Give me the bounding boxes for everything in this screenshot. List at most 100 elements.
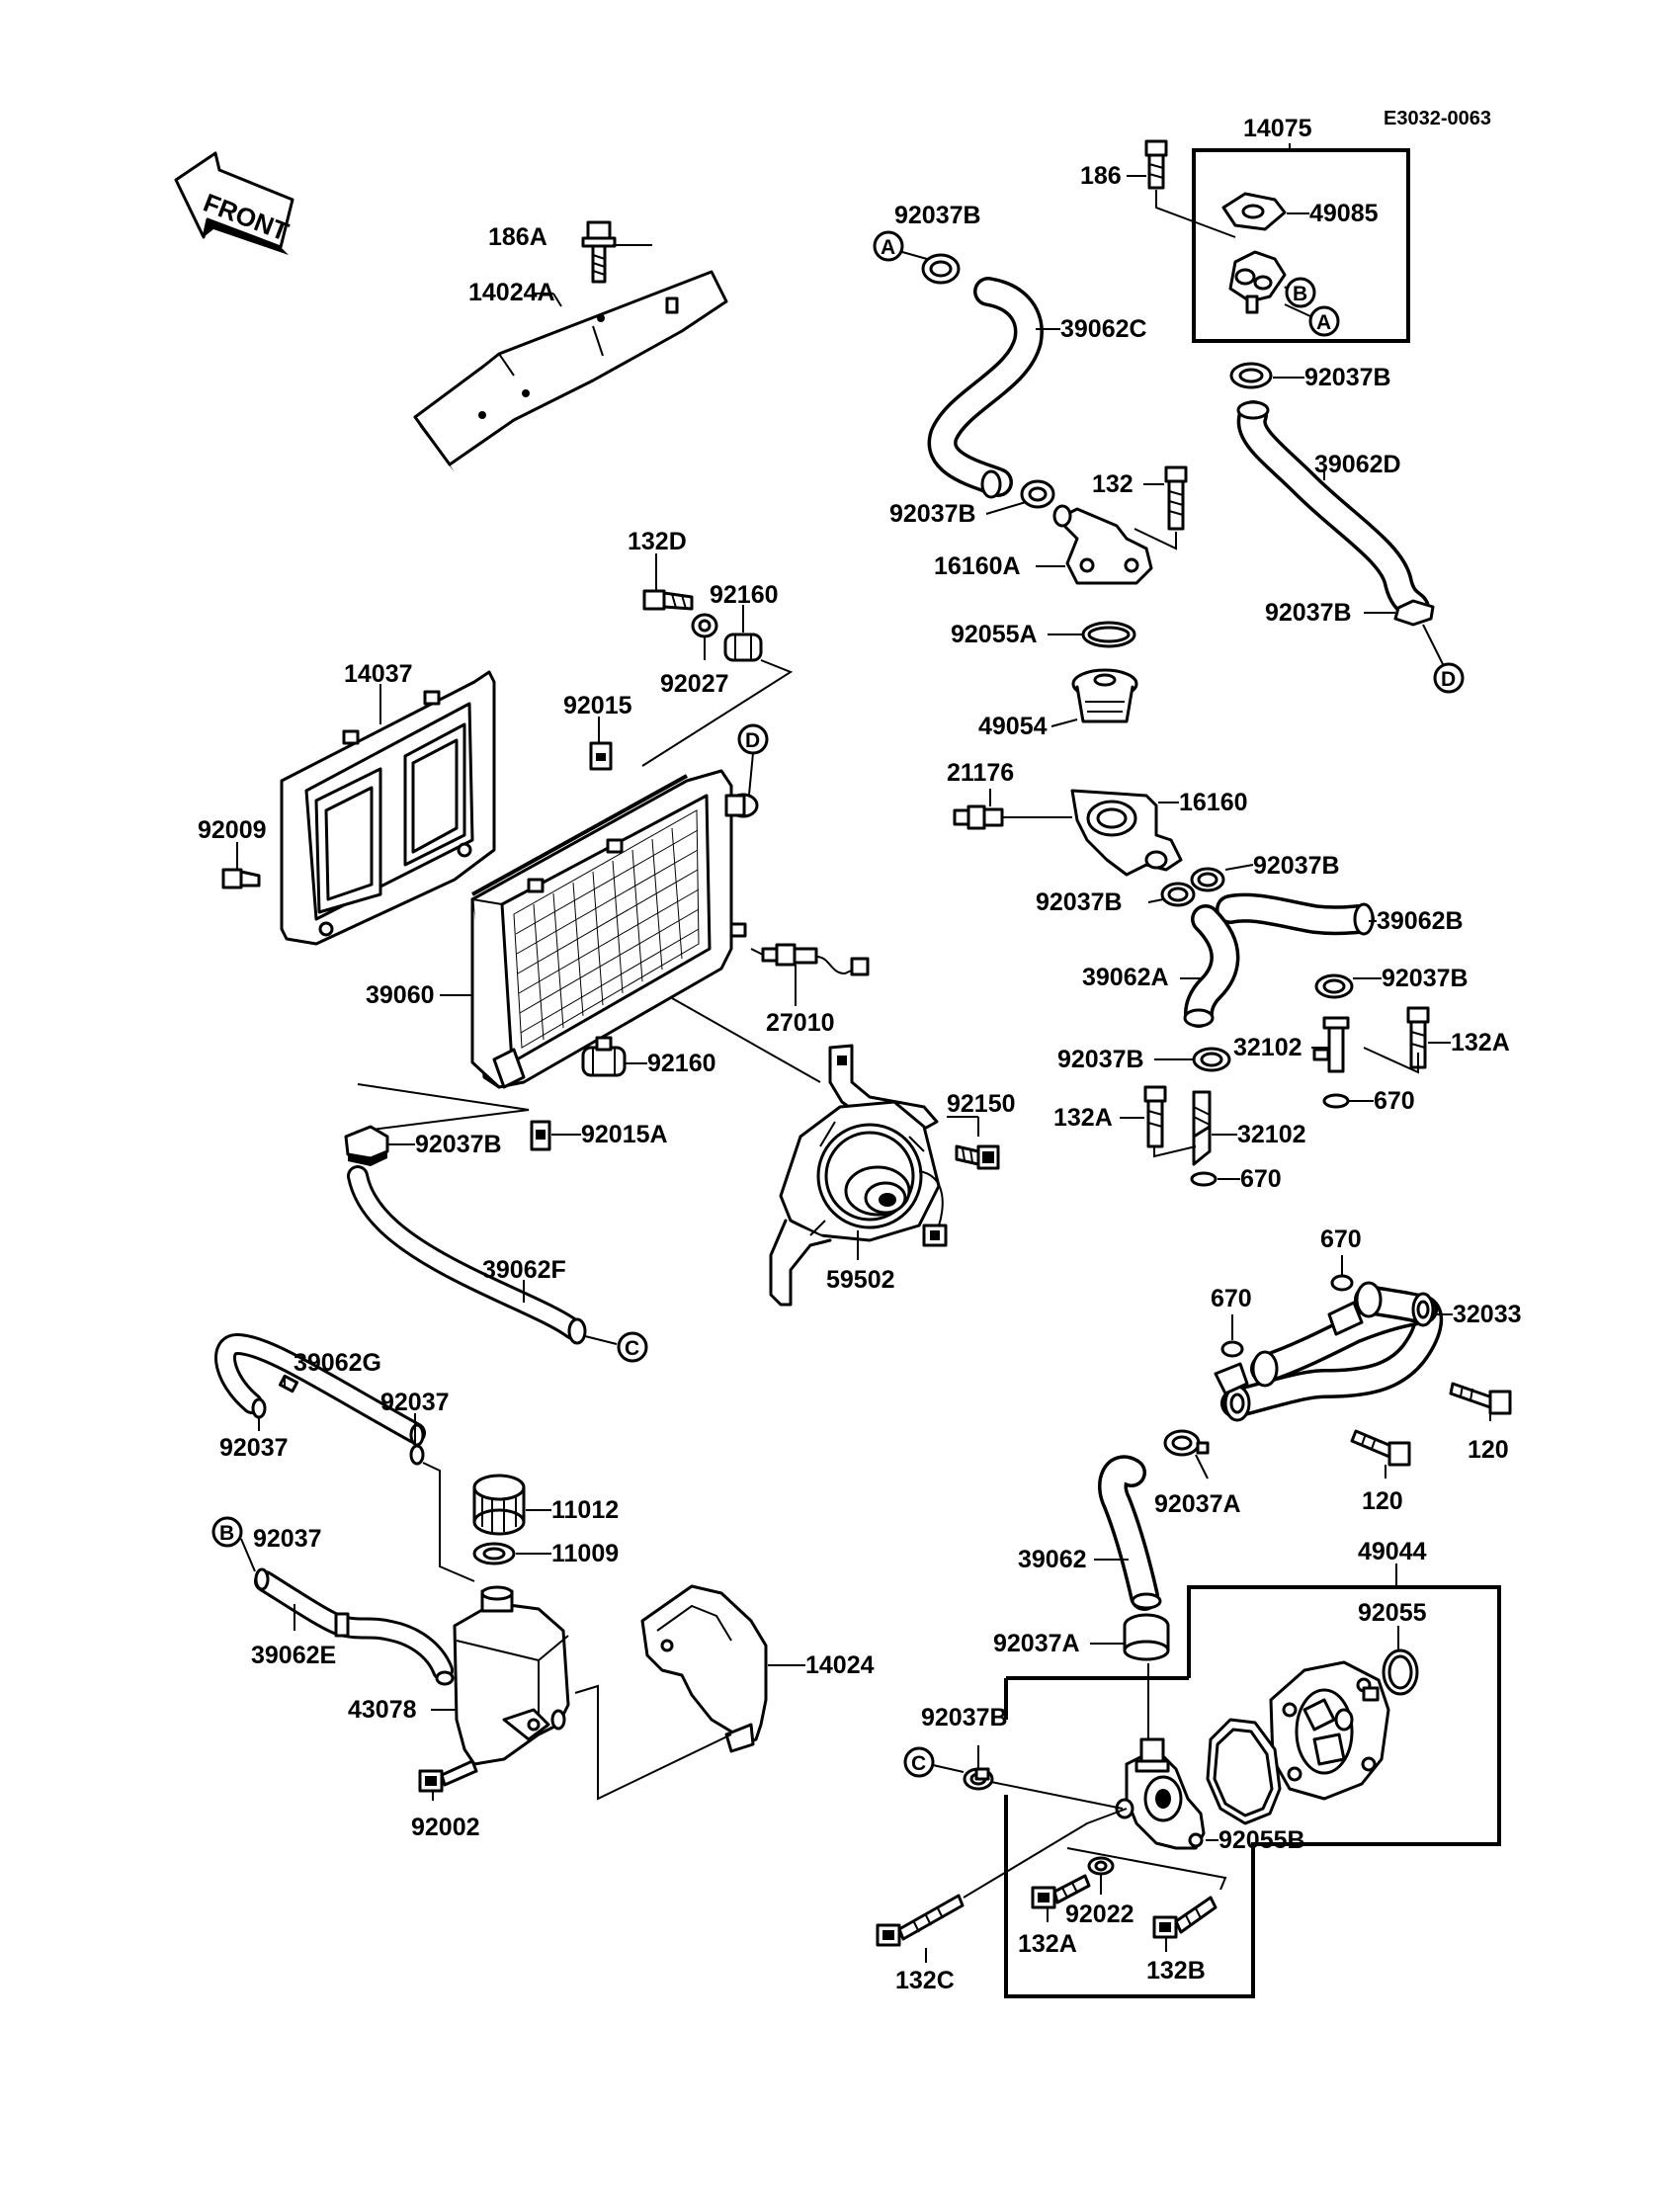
hose-39062e <box>254 1567 455 1686</box>
label-92160-2: 92160 <box>647 1050 716 1077</box>
bolt-120-right <box>1449 1382 1512 1415</box>
callout-d-right: D <box>1433 662 1465 694</box>
clamp-92037b-5 <box>1314 973 1354 999</box>
svg-text:A: A <box>881 236 895 259</box>
radiator-39060 <box>470 769 759 1089</box>
label-670-1: 670 <box>1374 1087 1415 1115</box>
svg-text:B: B <box>1293 283 1307 305</box>
label-92015a: 92015A <box>581 1121 668 1148</box>
label-16160a: 16160A <box>934 552 1021 580</box>
gasket-92055b <box>1206 1718 1282 1825</box>
svg-text:A: A <box>1316 311 1331 334</box>
oring-670-3 <box>1330 1274 1354 1292</box>
grommet-92160-lower <box>581 1036 627 1077</box>
clamp-92037b-1 <box>921 253 961 285</box>
label-92037b-9: 92037B <box>415 1131 502 1158</box>
oring-92055a <box>1081 621 1136 648</box>
label-132a-1: 132A <box>1451 1029 1510 1056</box>
fitting-housing-14075 <box>1228 250 1287 314</box>
label-132c: 132C <box>895 1967 955 1994</box>
label-92037a-2: 92037A <box>993 1630 1080 1657</box>
reserve-tank-43078 <box>453 1585 570 1766</box>
label-92037a-1: 92037A <box>1154 1490 1241 1518</box>
bolt-132a-upper <box>1406 1006 1430 1069</box>
label-92037b-1: 92037B <box>894 202 981 229</box>
hose-39062c <box>927 277 1044 499</box>
hose-39062b <box>1216 892 1375 936</box>
label-92037b-3: 92037B <box>1253 852 1340 880</box>
bolt-92150 <box>955 1144 1000 1170</box>
label-11009: 11009 <box>551 1540 619 1567</box>
hose-39062 <box>1098 1455 1162 1611</box>
svg-text:C: C <box>625 1337 639 1360</box>
label-32102-2: 32102 <box>1237 1121 1306 1148</box>
label-92015: 92015 <box>563 692 632 719</box>
clamp-92037b-4 <box>1160 882 1196 907</box>
seal-11009 <box>472 1542 516 1565</box>
fan-switch-27010 <box>750 943 870 976</box>
label-14024: 14024 <box>805 1651 875 1679</box>
label-92037b-6: 92037B <box>1057 1046 1144 1073</box>
label-39062f: 39062F <box>482 1256 566 1284</box>
callout-a-top: A <box>1308 305 1340 337</box>
clamp-92037b-6 <box>1192 1047 1231 1072</box>
assembly-box-14075 <box>1192 148 1410 343</box>
label-39060: 39060 <box>366 981 435 1009</box>
label-92037-3: 92037 <box>253 1525 322 1553</box>
clamp-92037b-9 <box>344 1125 389 1166</box>
svg-text:D: D <box>1441 668 1456 691</box>
label-11012: 11012 <box>551 1496 619 1524</box>
hose-39062a <box>1183 904 1240 1028</box>
clip-92037-2 <box>409 1444 425 1466</box>
label-120-1: 120 <box>1468 1436 1509 1464</box>
label-132a-3: 132A <box>1018 1930 1077 1958</box>
label-92160-1: 92160 <box>710 581 779 609</box>
label-14037: 14037 <box>344 660 413 688</box>
bolt-132a-lower <box>1143 1085 1167 1148</box>
label-27010: 27010 <box>766 1009 835 1037</box>
label-92037-2: 92037 <box>380 1389 450 1416</box>
label-186a: 186A <box>488 223 547 251</box>
label-16160: 16160 <box>1179 789 1248 816</box>
bolt-186a <box>581 220 617 284</box>
label-92037b-4: 92037B <box>1036 888 1123 916</box>
assembly-box-49044 <box>1004 1585 1501 1998</box>
hose-39062f <box>347 1165 587 1345</box>
bolt-120-lower <box>1350 1429 1411 1467</box>
thermostat-housing-16160 <box>1070 789 1183 877</box>
label-670-3: 670 <box>1320 1225 1362 1253</box>
clamp-92037b-2 <box>1020 479 1055 509</box>
label-92037b-8: 92037B <box>1265 599 1352 627</box>
fitting-32102-upper <box>1312 1016 1350 1073</box>
label-132d: 132D <box>628 528 687 555</box>
front-arrow: FRONT <box>174 151 294 255</box>
label-39062g: 39062G <box>294 1349 381 1377</box>
bolt-132 <box>1164 465 1188 531</box>
cap-11012 <box>472 1474 526 1536</box>
label-186: 186 <box>1080 162 1122 190</box>
label-39062: 39062 <box>1018 1546 1087 1573</box>
thermostat-49054 <box>1071 668 1138 723</box>
svg-text:B: B <box>219 1522 234 1545</box>
label-92055b: 92055B <box>1218 1826 1305 1854</box>
grommet-92160-upper <box>723 633 763 662</box>
reference-code: E3032-0063 <box>1384 108 1491 129</box>
label-92037b-7: 92037B <box>1304 364 1391 391</box>
label-92002: 92002 <box>411 1814 480 1841</box>
water-outlet-16160a <box>1052 504 1153 585</box>
oring-670-4 <box>1220 1340 1244 1358</box>
oring-670-2 <box>1190 1171 1218 1187</box>
bolt-186 <box>1144 139 1168 190</box>
radiator-screen-14037 <box>280 670 496 946</box>
svg-text:D: D <box>745 729 760 752</box>
label-92037b-2: 92037B <box>889 500 976 528</box>
label-39062b: 39062B <box>1377 907 1464 935</box>
callout-a-left: A <box>873 230 904 262</box>
water-pipe-32033 <box>1214 1281 1444 1422</box>
label-92027: 92027 <box>660 670 729 698</box>
label-49085: 49085 <box>1309 200 1379 227</box>
oring-670-1 <box>1322 1093 1350 1109</box>
label-92055a: 92055A <box>951 621 1038 648</box>
label-92150: 92150 <box>947 1090 1016 1118</box>
